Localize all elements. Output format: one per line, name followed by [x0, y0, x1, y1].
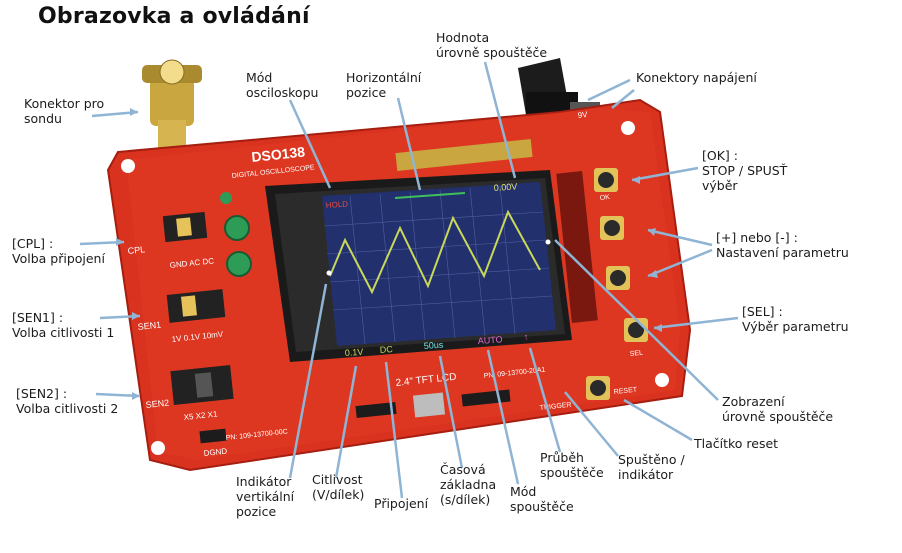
slope-label: ↑ [523, 332, 528, 342]
v9-label: 9V [577, 110, 588, 120]
hold-label: HOLD [326, 199, 349, 210]
coupling-label: DC [379, 344, 393, 355]
timebase-label: 50us [423, 340, 444, 351]
dgnd-label: DGND [203, 447, 228, 458]
right-header [556, 171, 598, 323]
label-scope-mode: Mód osciloskopu [246, 70, 319, 100]
label-horizontal-position: Horizontální pozice [346, 70, 422, 100]
sen1-board-label: SEN1 [137, 320, 161, 332]
trig-mode-label: AUTO [477, 334, 502, 346]
label-coupling: Připojení [374, 496, 429, 511]
sen2-board-label: SEN2 [145, 398, 169, 410]
cpl-board-label: CPL [127, 244, 145, 256]
trig-value-label: 0.00V [493, 181, 517, 193]
reset-board-label: RESET [613, 387, 638, 396]
model-label: DSO138 [251, 143, 306, 165]
label-trigger-level-value: Hodnota úrovně spouštěče [436, 30, 548, 60]
label-probe-connector: Konektor pro sondu [24, 96, 105, 126]
signal-trace [329, 209, 541, 295]
label-trigger-level-display: Zobrazení úrovně spouštěče [722, 394, 834, 424]
sens-label: 0.1V [344, 347, 363, 358]
sen2-options: X5 X2 X1 [183, 409, 218, 422]
label-timebase: Časová základna (s/dílek) [440, 462, 497, 507]
label-plus-minus-buttons: [+] nebo [-] : Nastavení parametru [716, 230, 849, 260]
label-power-connectors: Konektory napájení [636, 70, 757, 85]
top-header [395, 138, 533, 172]
lcd-screen [322, 182, 556, 346]
page-title: Obrazovka a ovládání [38, 4, 310, 29]
label-reset-button: Tlačítko reset [694, 436, 779, 451]
sen1-switch-body [166, 289, 226, 323]
ok-board-label: OK [599, 194, 610, 202]
label-sel-button: [SEL] : Výběr parametru [742, 304, 849, 334]
label-sen2-switch: [SEN2] : Volba citlivosti 2 [16, 386, 119, 416]
label-ok-button: [OK] : STOP / SPUSŤ výběr [702, 148, 788, 193]
label-sensitivity: Citlivost (V/dílek) [312, 472, 365, 502]
sel-board-label: SEL [629, 350, 643, 358]
label-vertical-position: Indikátor vertikální pozice [236, 474, 295, 519]
label-cpl-switch: [CPL] : Volba připojení [12, 236, 105, 266]
label-trigger-slope: Průběh spouštěče [540, 450, 604, 480]
sen2-switch-body [170, 364, 234, 406]
label-running-indicator: Spuštěno / indikátor [618, 452, 685, 482]
label-sen1-switch: [SEN1] : Volba citlivosti 1 [12, 310, 115, 340]
label-trigger-mode: Mód spouštěče [510, 484, 574, 514]
trigger-board-label: TRIGGER [539, 402, 571, 412]
cpl-switch-body [162, 211, 208, 243]
